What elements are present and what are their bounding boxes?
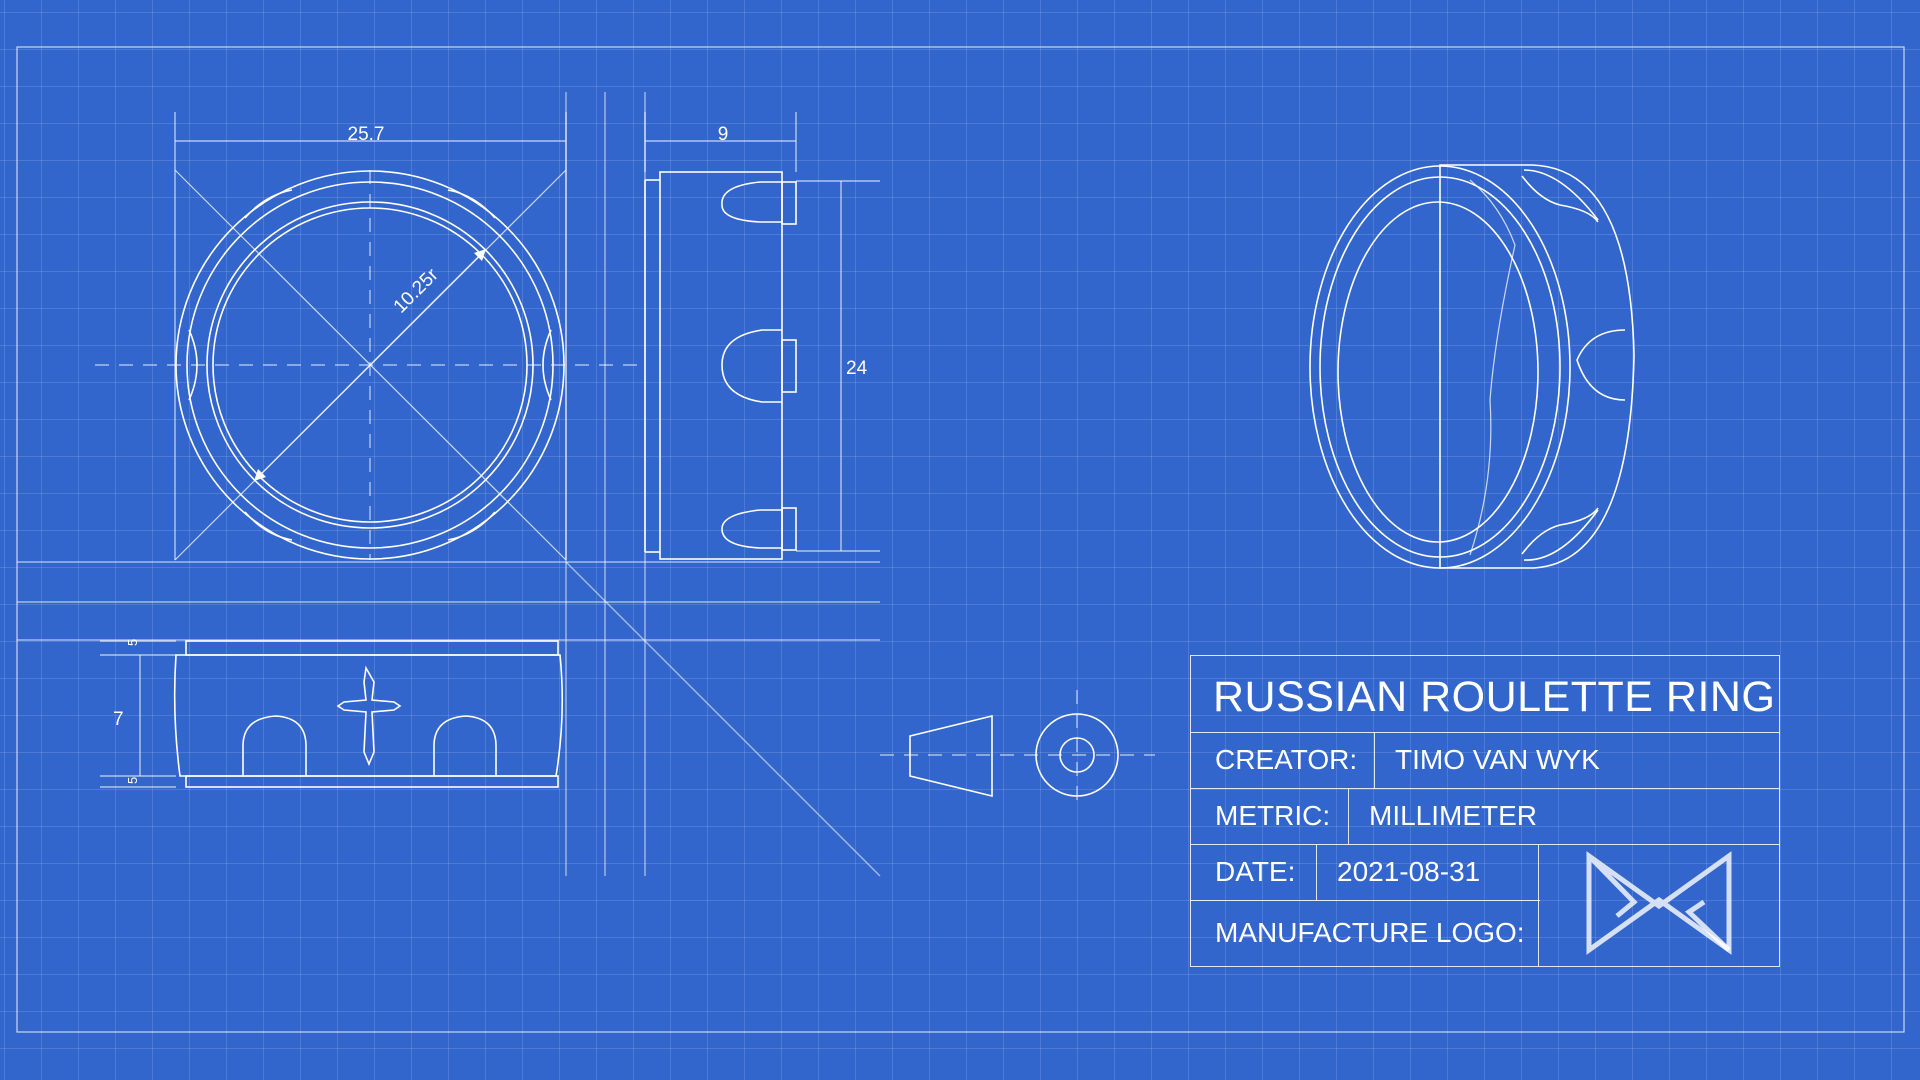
inner-radius-dim: 10.25r <box>390 264 443 317</box>
date-row: DATE: 2021-08-31 <box>1191 844 1540 901</box>
bottom-top-band-dim: 5 <box>125 639 140 646</box>
date-value: 2021-08-31 <box>1337 856 1481 887</box>
creator-label: CREATOR: <box>1215 744 1358 775</box>
drawing-border <box>16 46 1905 1033</box>
front-view: 25.7 10.25r <box>95 112 640 561</box>
logo-label: MANUFACTURE LOGO: <box>1215 917 1525 948</box>
side-view: 9 24 <box>644 112 880 560</box>
bottom-bottom-band-dim: 5 <box>125 777 140 784</box>
projection-lines <box>17 92 881 877</box>
creator-value: TIMO VAN WYK <box>1395 744 1600 775</box>
creator-row: CREATOR: TIMO VAN WYK <box>1191 732 1779 789</box>
bottom-view: 7 5 5 <box>100 639 564 788</box>
metric-value: MILLIMETER <box>1369 800 1538 831</box>
manufacture-logo-box <box>1538 844 1779 966</box>
pin-detail <box>880 690 1155 805</box>
title-row: RUSSIAN ROULETTE RING <box>1191 656 1779 733</box>
side-width-dim: 9 <box>718 124 729 145</box>
cross-emblem <box>336 665 402 767</box>
metric-label: METRIC: <box>1215 800 1331 831</box>
date-label: DATE: <box>1215 856 1296 887</box>
manufacture-logo <box>1586 851 1732 955</box>
side-height-dim: 24 <box>846 358 868 379</box>
drawing-title: RUSSIAN ROULETTE RING <box>1213 673 1776 721</box>
metric-row: METRIC: MILLIMETER <box>1191 788 1779 845</box>
perspective-view <box>1309 164 1635 569</box>
front-width-dim: 25.7 <box>348 124 385 145</box>
title-block: RUSSIAN ROULETTE RING CREATOR: TIMO VAN … <box>1190 655 1780 967</box>
bottom-height-dim: 7 <box>113 709 124 730</box>
